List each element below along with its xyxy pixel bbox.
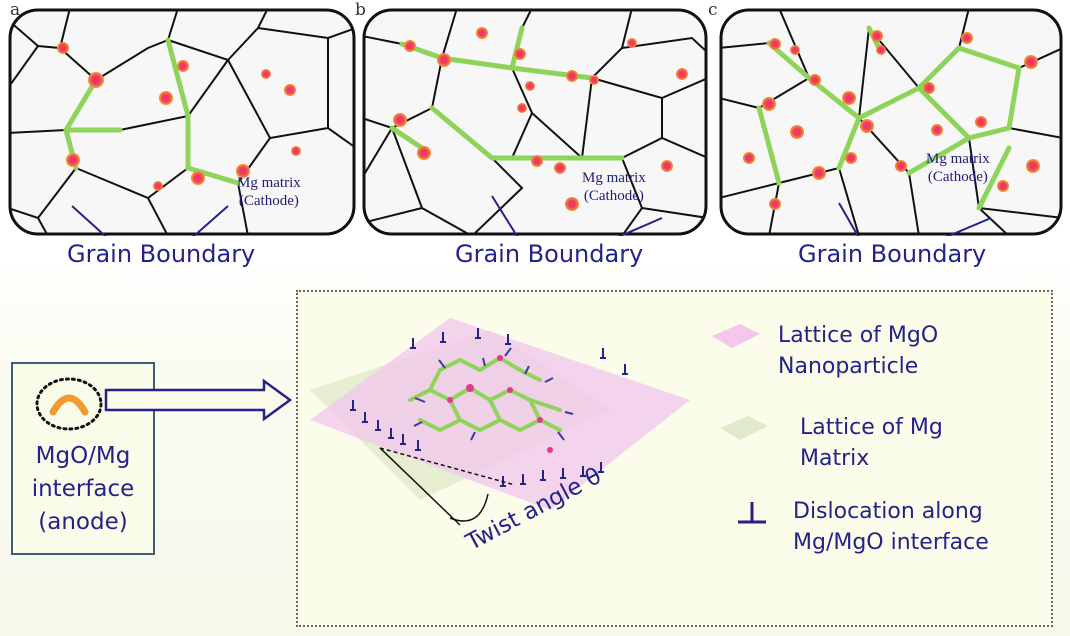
particle	[1024, 55, 1038, 69]
particle	[191, 171, 205, 185]
mg-matrix-label: Mg matrix (Cathode)	[926, 151, 990, 185]
mg-lattice-swatch	[720, 416, 768, 440]
particle	[57, 42, 69, 54]
dislocation-icon	[738, 502, 766, 524]
particle	[923, 82, 935, 94]
particle	[1026, 159, 1040, 173]
gb-arrow	[71, 205, 107, 236]
panel-a-micrograph	[8, 8, 356, 236]
particle	[404, 40, 416, 52]
particle	[153, 181, 163, 191]
particle	[769, 198, 781, 210]
particle	[177, 60, 189, 72]
panel-letter: c	[708, 0, 718, 20]
particle	[809, 74, 821, 86]
panel-letter: a	[10, 0, 21, 20]
anode-label: MgO/Mg interface (anode)	[31, 443, 135, 535]
particle	[627, 38, 637, 48]
particle	[860, 119, 874, 133]
gb-arrow	[945, 217, 992, 236]
particle	[842, 91, 856, 105]
particle	[417, 146, 431, 160]
gb-arrow	[491, 195, 519, 236]
gb-arrow	[192, 205, 229, 236]
particle	[565, 197, 579, 211]
particle	[284, 84, 296, 96]
particle	[589, 75, 599, 85]
particle	[812, 166, 826, 180]
particle	[159, 91, 173, 105]
gb-arrow	[617, 217, 663, 236]
particle	[236, 164, 250, 178]
particle	[66, 153, 80, 167]
legend-mg-lattice: Lattice of Mg Matrix	[800, 415, 943, 471]
mg-matrix-label: Mg matrix (Cathode)	[582, 170, 646, 204]
legend-mgo-lattice: Lattice of MgO Nanoparticle	[778, 323, 939, 379]
particle	[531, 155, 543, 167]
particle	[291, 146, 301, 156]
mg-matrix-label: Mg matrix (Cathode)	[237, 175, 301, 209]
particle	[261, 69, 271, 79]
particle	[566, 70, 578, 82]
grain-boundary-label: Grain Boundary	[67, 240, 256, 268]
particle	[895, 160, 907, 172]
particle	[476, 27, 488, 39]
lattice-illustration	[310, 318, 690, 526]
particle	[876, 45, 886, 55]
particle	[845, 152, 857, 164]
grain-boundary-label: Grain Boundary	[455, 240, 644, 268]
particle	[393, 113, 407, 127]
mgo-lattice-swatch	[712, 324, 760, 348]
anode-box: MgO/Mg interface (anode)	[11, 362, 155, 555]
particle	[525, 81, 535, 91]
particle	[554, 162, 566, 174]
particle	[871, 30, 883, 42]
particle	[676, 68, 688, 80]
particle	[961, 32, 973, 44]
panel-letter: b	[355, 0, 366, 20]
particle	[437, 53, 451, 67]
interface-icon	[35, 377, 103, 431]
particle	[514, 48, 526, 60]
particle	[762, 97, 776, 111]
particle	[661, 160, 673, 172]
particle	[743, 152, 755, 164]
gb-arrow	[838, 202, 860, 236]
particle	[790, 45, 800, 55]
particle	[769, 38, 781, 50]
particle	[931, 124, 943, 136]
right-arrow-icon	[104, 378, 293, 422]
grain-boundary-label: Grain Boundary	[798, 240, 987, 268]
particle	[790, 125, 804, 139]
panel-b-micrograph	[362, 8, 708, 236]
dislocation-icon	[350, 328, 628, 487]
particle	[517, 103, 527, 113]
panel-c-micrograph	[719, 8, 1063, 236]
particle	[88, 72, 104, 88]
particle	[997, 180, 1009, 192]
particle	[975, 116, 987, 128]
legend-dislocation: Dislocation along Mg/MgO interface	[793, 499, 989, 555]
